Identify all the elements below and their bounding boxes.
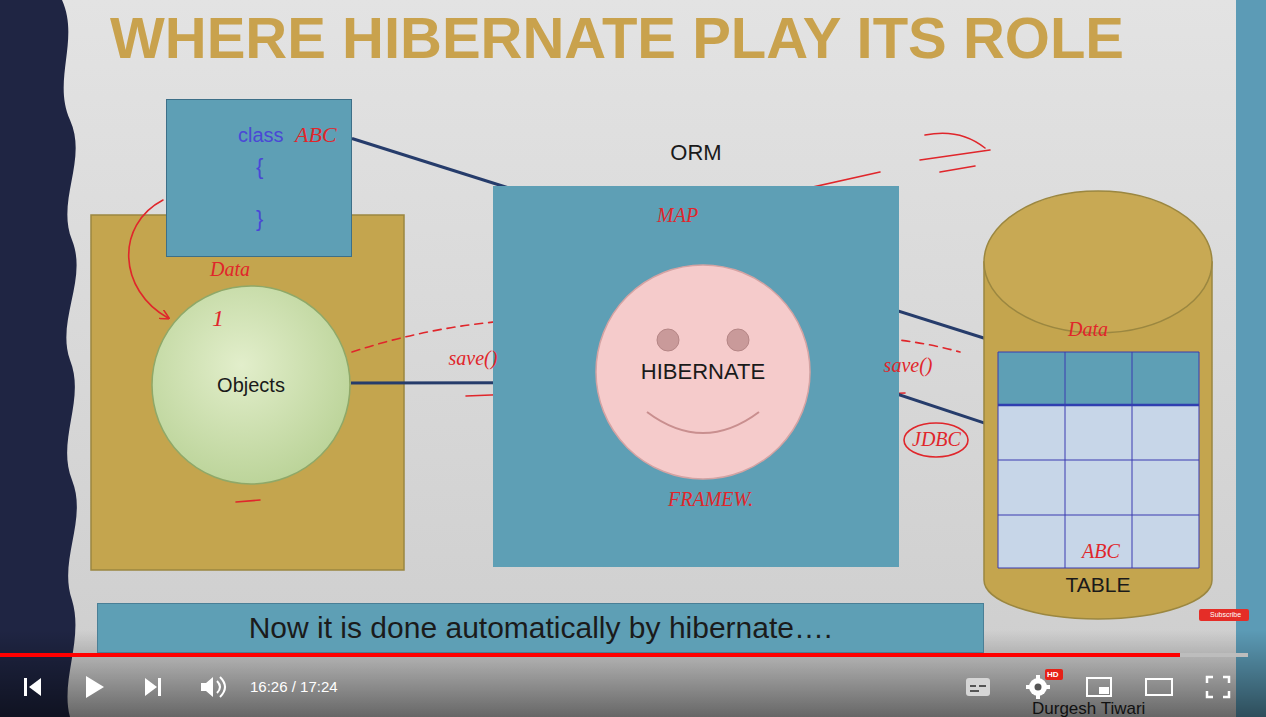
progress-rest bbox=[1180, 653, 1248, 657]
class-keyword: class bbox=[238, 124, 284, 147]
player-icons bbox=[970, 690, 979, 692]
handwritten-note: Data bbox=[210, 258, 250, 281]
player-icons bbox=[1207, 677, 1229, 697]
hd-badge bbox=[1045, 669, 1063, 680]
subscribe-badge bbox=[1199, 609, 1249, 621]
application-box bbox=[91, 215, 404, 570]
subscribe-text: Subscribe bbox=[1210, 611, 1241, 619]
player-icons bbox=[1087, 678, 1111, 696]
handwritten-note: Data bbox=[1068, 318, 1108, 341]
database-cylinder-outline bbox=[998, 405, 1199, 568]
watermark: Durgesh Tiwari bbox=[1032, 699, 1145, 717]
objects-label: Objects bbox=[217, 374, 285, 397]
player-icons bbox=[201, 677, 213, 697]
player-icons bbox=[1035, 684, 1042, 691]
handwritten-note: JDBC bbox=[912, 428, 961, 451]
caption-band: Now it is done automatically by hibernat… bbox=[97, 603, 984, 653]
database-cylinder-outline bbox=[998, 352, 1199, 353]
player-icons bbox=[29, 678, 41, 696]
table-label: TABLE bbox=[1066, 573, 1131, 597]
database-cylinder-outline bbox=[998, 568, 1199, 569]
player-icons bbox=[1099, 687, 1109, 694]
slide-title: WHERE HIBERNATE PLAY ITS ROLE bbox=[110, 5, 1124, 72]
red-scribbles bbox=[129, 200, 168, 318]
player-icons bbox=[86, 676, 104, 698]
database-cylinder-outline bbox=[998, 404, 1199, 407]
time-display: 16:26 / 17:24 bbox=[250, 678, 338, 695]
database-cylinder-outline bbox=[998, 352, 999, 568]
database-cylinder-outline bbox=[1065, 352, 1066, 568]
hibernate-circle-outline bbox=[596, 265, 810, 479]
progress-played bbox=[0, 653, 1180, 657]
red-scribbles bbox=[925, 133, 985, 148]
open-brace: { bbox=[256, 154, 263, 179]
player-icons bbox=[158, 678, 161, 696]
handwritten-note: 1 bbox=[212, 305, 224, 333]
handwritten-note: FRAMEW. bbox=[668, 488, 753, 511]
hibernate-circle-outline bbox=[727, 329, 749, 351]
red-scribbles bbox=[904, 423, 968, 457]
hibernate-circle: HIBERNATE bbox=[595, 264, 811, 480]
handwritten-note: ABC bbox=[1082, 540, 1120, 563]
database-cylinder-outline bbox=[998, 460, 1199, 461]
edge-label: save() bbox=[449, 347, 498, 370]
red-scribbles bbox=[940, 166, 975, 172]
hibernate-label: HIBERNATE bbox=[641, 359, 765, 384]
database-cylinder-outline bbox=[998, 352, 1199, 405]
wave-strip bbox=[0, 0, 77, 717]
hd-text: HD bbox=[1047, 670, 1059, 679]
player-icons bbox=[970, 685, 976, 687]
objects-circle: Objects bbox=[151, 285, 351, 485]
handwritten-note: MAP bbox=[657, 204, 698, 227]
player-icons bbox=[220, 677, 225, 697]
player-icons bbox=[217, 681, 220, 693]
caption-text: Now it is done automatically by hibernat… bbox=[249, 611, 833, 646]
player-icons bbox=[979, 685, 986, 687]
orm-heading: ORM bbox=[670, 140, 721, 165]
player-icons bbox=[1146, 679, 1172, 695]
database-cylinder-outline bbox=[998, 515, 1199, 516]
database-cylinder-outline bbox=[1199, 352, 1200, 568]
objects-circle-outline bbox=[152, 286, 350, 484]
database-cylinder-outline bbox=[984, 191, 1212, 333]
handwritten-note: ABC bbox=[295, 122, 337, 147]
hibernate-circle-outline bbox=[657, 329, 679, 351]
red-scribbles bbox=[236, 500, 260, 502]
red-scribbles bbox=[920, 150, 990, 160]
player-icons bbox=[145, 678, 157, 696]
player-icons bbox=[966, 678, 990, 696]
database-cylinder-outline bbox=[1132, 352, 1133, 568]
close-brace: } bbox=[256, 206, 263, 231]
edge-label: save() bbox=[884, 354, 933, 377]
hibernate-circle-outline bbox=[647, 412, 759, 433]
player-icons bbox=[24, 678, 27, 696]
